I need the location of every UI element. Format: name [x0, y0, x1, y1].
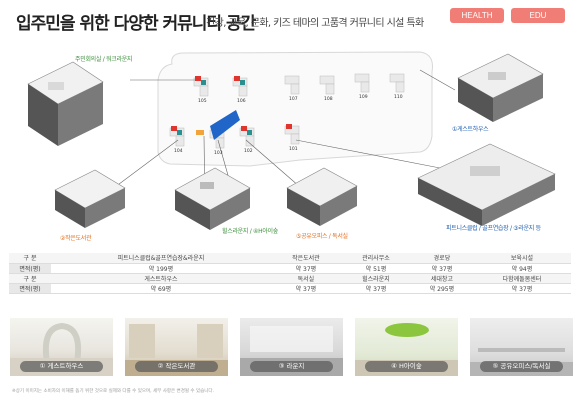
community-site-map: 105 106 107 108 109 110 104 103 102 101 …	[0, 40, 580, 250]
building-106: 106	[237, 98, 246, 104]
label-resident-lounge: 주민회의실 / 워크라운지	[75, 56, 133, 63]
page-header: 입주민을 위한 다양한 커뮤니티 공간 건강, 교육, 문화, 키즈 테마의 고…	[8, 6, 573, 38]
lounge-floorplan	[174, 167, 251, 230]
table-cell: 약 295평	[410, 283, 473, 294]
table-row: 구 분 피트니스클럽&골프연습장&라운지 작은도서관 관리사무소 경로당 보육시…	[9, 253, 571, 264]
table-row: 면적(평) 약 199평 약 37평 약 51평 약 37평 약 94평	[9, 263, 571, 274]
building-110: 110	[394, 94, 403, 100]
photo-caption: ② 작은도서관	[135, 361, 218, 372]
table-row: 구 분 게스트하우스 독서실 힐스라운지 세대창고 다함께돌봄센터	[9, 273, 571, 284]
table-cell: 세대창고	[410, 273, 473, 284]
table-cell: 약 199평	[51, 263, 271, 274]
tab-health[interactable]: HEALTH	[450, 8, 504, 23]
building-105: 105	[198, 98, 207, 104]
building-103: 103	[214, 150, 223, 156]
table-cell: 약 37평	[340, 283, 411, 294]
photo-sharing-office: ⑤ 공유오피스/독서실	[470, 318, 573, 376]
table-area-label: 면적(평)	[9, 263, 51, 274]
building-101: 101	[289, 146, 298, 152]
photo-caption: ① 게스트하우스	[20, 361, 103, 372]
table-cell: 약 69평	[51, 283, 271, 294]
table-header-label: 구 분	[9, 253, 51, 264]
building-102: 102	[244, 148, 253, 154]
table-cell: 다함께돌봄센터	[472, 273, 571, 284]
building-104: 104	[174, 148, 183, 154]
label-guest-house: ①게스트하우스	[452, 126, 489, 133]
page-title: 입주민을 위한 다양한 커뮤니티 공간	[16, 14, 256, 34]
table-cell: 게스트하우스	[51, 273, 271, 284]
photo-caption: ③ 라운지	[250, 361, 333, 372]
guest-house-floorplan	[457, 53, 544, 122]
fitness-floorplan	[417, 143, 556, 226]
table-cell: 작은도서관	[270, 253, 341, 264]
photo-lounge: ③ 라운지	[240, 318, 343, 376]
table-cell: 보육시설	[472, 253, 571, 264]
photo-caption: ⑤ 공유오피스/독서실	[480, 361, 563, 372]
label-lounge: 힐스라운지 / ④H아이숲	[222, 228, 278, 235]
label-small-library: ②작은도서관	[60, 235, 92, 242]
label-fitness: 피트니스클럽 / 골프연습장 / ③라운지 등	[446, 225, 541, 232]
photo-small-library: ② 작은도서관	[125, 318, 228, 376]
table-area-label: 면적(평)	[9, 283, 51, 294]
table-cell: 약 37평	[410, 263, 473, 274]
photo-h-aisup: ④ H아이숲	[355, 318, 458, 376]
table-cell: 약 51평	[340, 263, 411, 274]
table-cell: 약 37평	[270, 283, 341, 294]
label-sharing-office: ⑤공유오피스 / 독서실	[296, 233, 348, 240]
table-cell: 관리사무소	[340, 253, 411, 264]
table-cell: 독서실	[270, 273, 341, 284]
table-cell: 피트니스클럽&골프연습장&라운지	[51, 253, 271, 264]
building-107: 107	[289, 96, 298, 102]
page-subtitle: 건강, 교육, 문화, 키즈 테마의 고품격 커뮤니티 시설 특화	[206, 18, 424, 29]
small-library-floorplan	[54, 169, 126, 228]
disclaimer-footnote: ※상기 이미지는 소비자의 이해를 돕기 위한 것으로 실제와 다를 수 있으며…	[12, 389, 214, 394]
building-109: 109	[359, 94, 368, 100]
photo-caption: ④ H아이숲	[365, 361, 448, 372]
resident-lounge-floorplan	[27, 61, 104, 146]
facility-photo-strip: ① 게스트하우스 ② 작은도서관 ③ 라운지 ④ H아이숲 ⑤ 공유오피스/독서…	[10, 318, 573, 378]
building-108: 108	[324, 96, 333, 102]
table-cell: 경로당	[410, 253, 473, 264]
facility-area-table: 구 분 피트니스클럽&골프연습장&라운지 작은도서관 관리사무소 경로당 보육시…	[9, 253, 571, 294]
table-cell: 약 37평	[270, 263, 341, 274]
sharing-office-floorplan	[286, 167, 358, 226]
photo-guest-house: ① 게스트하우스	[10, 318, 113, 376]
table-cell: 힐스라운지	[340, 273, 411, 284]
table-cell: 약 94평	[472, 263, 571, 274]
table-header-label: 구 분	[9, 273, 51, 284]
tab-edu[interactable]: EDU	[511, 8, 565, 23]
table-row: 면적(평) 약 69평 약 37평 약 37평 약 295평 약 37평	[9, 283, 571, 294]
table-cell: 약 37평	[472, 283, 571, 294]
site-plan: 105 106 107 108 109 110 104 103 102 101	[94, 51, 456, 209]
